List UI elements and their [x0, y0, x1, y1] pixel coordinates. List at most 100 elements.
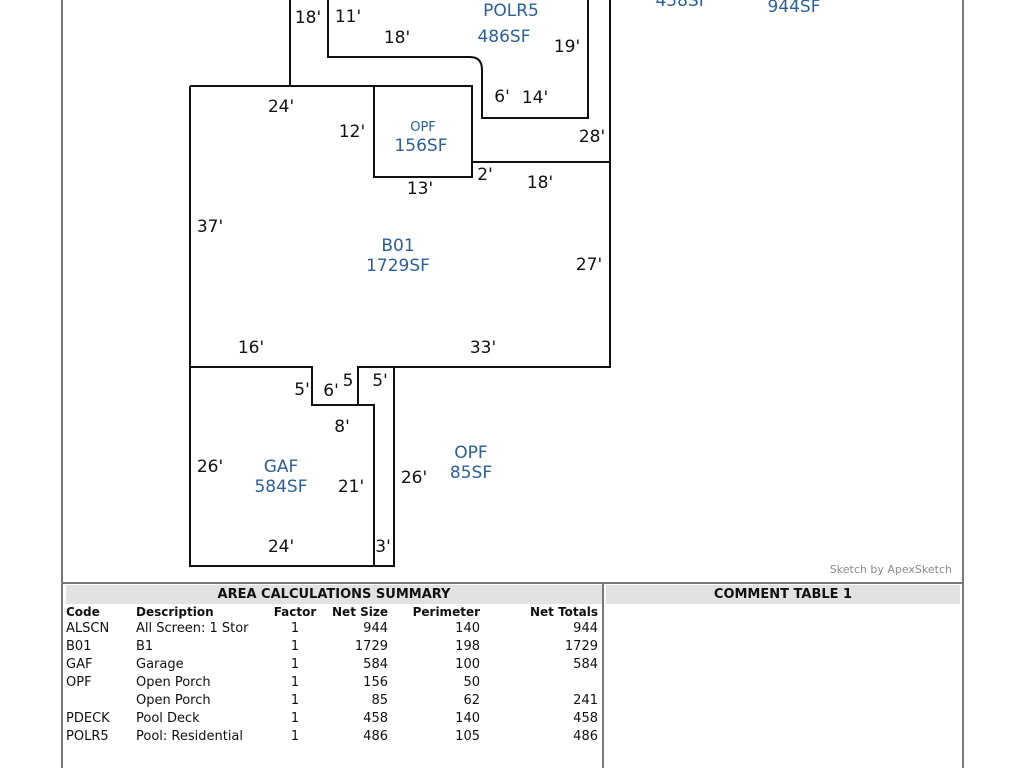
cell-factor: 1 [290, 711, 300, 726]
table-row: Open Porch 1 85 62 241 [64, 692, 600, 710]
cell-perimeter: 100 [455, 657, 480, 672]
cell-description: Pool Deck [136, 711, 200, 726]
cell-factor: 1 [290, 729, 300, 744]
sketch-credit: Sketch by ApexSketch [829, 563, 952, 576]
cell-net-size: 1729 [354, 639, 388, 654]
area-calculations-summary: AREA CALCULATIONS SUMMARY Code Descripti… [64, 585, 602, 746]
cell-perimeter: 62 [463, 693, 480, 708]
table-row: GAF Garage 1 584 100 584 [64, 656, 600, 674]
comment-table: COMMENT TABLE 1 [606, 585, 960, 604]
dimension-label: 26' [197, 457, 223, 477]
table-row: PDECK Pool Deck 1 458 140 458 [64, 710, 600, 728]
col-description: Description [136, 605, 214, 619]
pool-code-label: POLR5 [483, 1, 539, 21]
garage-code-label: GAF [264, 457, 299, 477]
cell-factor: 1 [290, 621, 300, 636]
dimension-label: 13' [407, 179, 433, 199]
cell-net-totals: 944 [573, 621, 598, 636]
dimension-label: 18' [295, 8, 321, 28]
cell-factor: 1 [290, 639, 300, 654]
dimension-label: 8' [334, 417, 350, 437]
cell-factor: 1 [290, 657, 300, 672]
front-porch-size-label: 156SF [394, 136, 447, 156]
cell-description: Open Porch [136, 675, 211, 690]
cell-code: ALSCN [66, 621, 110, 636]
dimension-label: 16' [238, 338, 264, 358]
house-b01-left [189, 86, 358, 406]
dimension-label: 3' [375, 537, 391, 557]
table-row: OPF Open Porch 1 156 50 [64, 674, 600, 692]
comment-table-title: COMMENT TABLE 1 [606, 585, 960, 604]
section-divider [61, 582, 964, 584]
cell-code: PDECK [66, 711, 110, 726]
cell-net-size: 85 [371, 693, 388, 708]
pool-outline [327, 0, 589, 119]
dimension-label: 2' [477, 165, 493, 185]
table-row: B01 B1 1 1729 198 1729 [64, 638, 600, 656]
dimension-label: 6' [323, 381, 339, 401]
cell-description: B1 [136, 639, 154, 654]
cell-description: Garage [136, 657, 184, 672]
cell-code [64, 692, 134, 710]
cell-net-size: 458 [363, 711, 388, 726]
cell-net-size: 944 [363, 621, 388, 636]
dimension-label: 11' [335, 7, 361, 27]
dimension-label: 27' [576, 255, 602, 275]
dimension-label: 6' [494, 87, 510, 107]
cell-perimeter: 105 [455, 729, 480, 744]
side-porch-size-label: 85SF [450, 463, 492, 483]
garage-size-label: 584SF [254, 477, 307, 497]
cell-description: All Screen: 1 Stor [136, 621, 249, 636]
cell-net-totals: 1729 [564, 639, 598, 654]
cell-net-size: 156 [363, 675, 388, 690]
cell-perimeter: 50 [463, 675, 480, 690]
cell-net-size: 584 [363, 657, 388, 672]
col-perimeter: Perimeter [412, 605, 480, 619]
col-code: Code [66, 605, 100, 619]
side-porch-code-label: OPF [454, 443, 487, 463]
cell-code: GAF [66, 657, 93, 672]
cell-net-totals: 486 [573, 729, 598, 744]
dimension-label: 24' [268, 537, 294, 557]
cell-perimeter: 140 [455, 711, 480, 726]
dimension-label: 28' [579, 127, 605, 147]
pool-deck-size-label: 458SF [655, 0, 708, 11]
dimension-label: 5' [294, 380, 310, 400]
frame-left-border [61, 0, 63, 768]
dimension-label: 12' [339, 122, 365, 142]
table-row: ALSCN All Screen: 1 Stor 1 944 140 944 [64, 620, 600, 638]
front-porch-code-label: OPF [410, 120, 436, 135]
cell-net-totals [482, 674, 600, 692]
dimension-label: 24' [268, 97, 294, 117]
dimension-label: 26' [401, 468, 427, 488]
summary-table: Code Description Factor Net Size Perimet… [64, 604, 600, 746]
cell-net-totals: 584 [573, 657, 598, 672]
pool-size-label: 486SF [477, 27, 530, 47]
side-porch-outline [374, 367, 395, 567]
dimension-label: 5 [343, 371, 354, 391]
dimension-label: 14' [522, 88, 548, 108]
cell-net-totals: 458 [573, 711, 598, 726]
cell-perimeter: 140 [455, 621, 480, 636]
summary-header-row: Code Description Factor Net Size Perimet… [64, 604, 600, 620]
col-net-totals: Net Totals [529, 605, 598, 619]
front-porch-outline [373, 85, 473, 178]
dimension-label: 21' [338, 477, 364, 497]
cell-net-totals: 241 [573, 693, 598, 708]
garage-outline [189, 367, 374, 567]
dimension-label: 19' [554, 37, 580, 57]
cell-code: B01 [66, 639, 92, 654]
cell-factor: 1 [290, 693, 300, 708]
b01-code-label: B01 [381, 236, 414, 256]
column-divider [602, 584, 604, 768]
col-factor: Factor [273, 605, 317, 619]
cell-description: Open Porch [136, 693, 211, 708]
cell-description: Pool: Residential [136, 729, 244, 744]
dimension-label: 18' [384, 28, 410, 48]
dimension-label: 33' [470, 338, 496, 358]
summary-title: AREA CALCULATIONS SUMMARY [66, 585, 602, 604]
dimension-label: 37' [197, 217, 223, 237]
screen-size-label: 944SF [767, 0, 820, 17]
floor-plan-sketch: POLR5 486SF 458SF 944SF OPF 156SF B01 17… [189, 0, 821, 567]
frame-right-border [962, 0, 964, 768]
